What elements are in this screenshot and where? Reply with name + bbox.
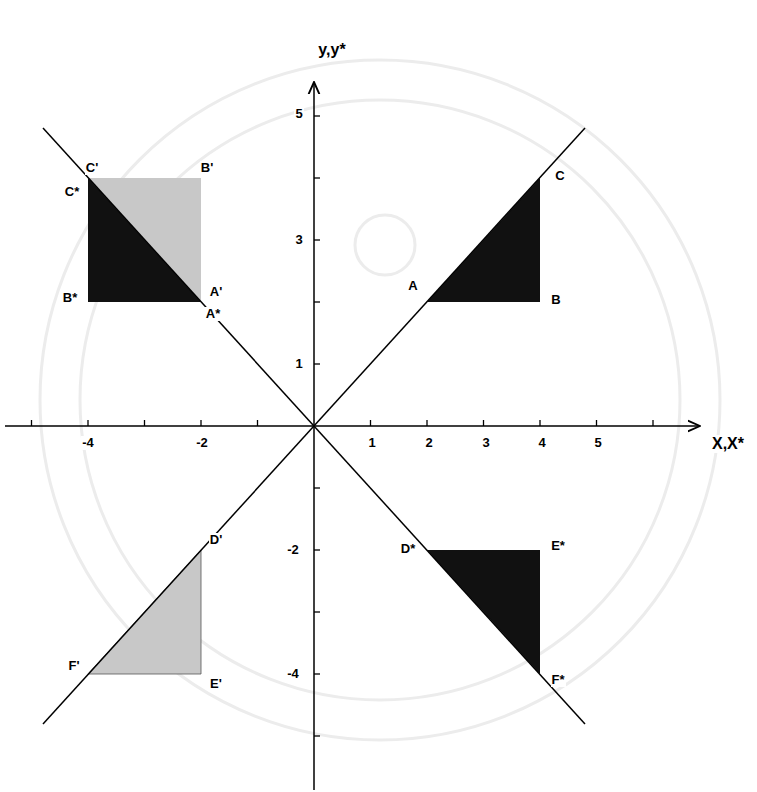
point-label: D* [400,542,416,556]
point-label: F* [551,673,566,687]
tick-number: 5 [294,107,303,121]
point-label: E* [550,539,566,553]
tick-mark [652,420,653,426]
tick-mark [144,420,145,426]
tick-number: 5 [593,436,602,450]
tick-number: 2 [424,436,433,450]
tick-mark [539,420,540,426]
point-label: E' [209,677,223,691]
tick-mark [314,115,320,116]
x-axis [5,425,700,427]
tick-number: 3 [481,436,490,450]
tick-mark [314,735,320,736]
point-label: A* [205,307,221,321]
tick-mark [314,177,320,178]
tick-mark [31,420,32,426]
point-label: A [407,279,418,293]
tick-number: -4 [81,436,95,450]
tick-number: 4 [537,436,546,450]
tick-mark [596,420,597,426]
point-label: B [550,293,561,307]
tick-number: 1 [367,436,376,450]
point-label: B' [200,161,214,175]
watermark-seal [40,60,720,740]
tick-mark [314,301,320,302]
point-label: D' [209,533,223,547]
point-label: A' [209,285,223,299]
tick-number: -4 [286,667,300,681]
tick-number: -2 [195,436,209,450]
tick-mark [314,239,320,240]
tick-mark [314,673,320,674]
tick-mark [200,420,201,426]
point-label: C* [64,185,80,199]
axis-label: y,y* [317,41,346,59]
point-label: C' [85,161,99,175]
point-label: C [554,169,565,183]
point-label: F' [67,659,80,673]
point-label: B* [62,291,78,305]
tick-number: 1 [294,357,303,371]
tick-number: -2 [286,543,300,557]
axis-ticks [32,116,654,792]
tick-mark [257,420,258,426]
y-axis [313,82,315,790]
tick-mark [314,549,320,550]
tick-mark [314,611,320,612]
axis-label: X,X* [711,435,745,453]
tick-mark [426,420,427,426]
tick-mark [314,363,320,364]
tick-mark [483,420,484,426]
tick-mark [370,420,371,426]
tick-mark [87,420,88,426]
tick-mark [314,487,320,488]
tick-number: 3 [294,233,303,247]
